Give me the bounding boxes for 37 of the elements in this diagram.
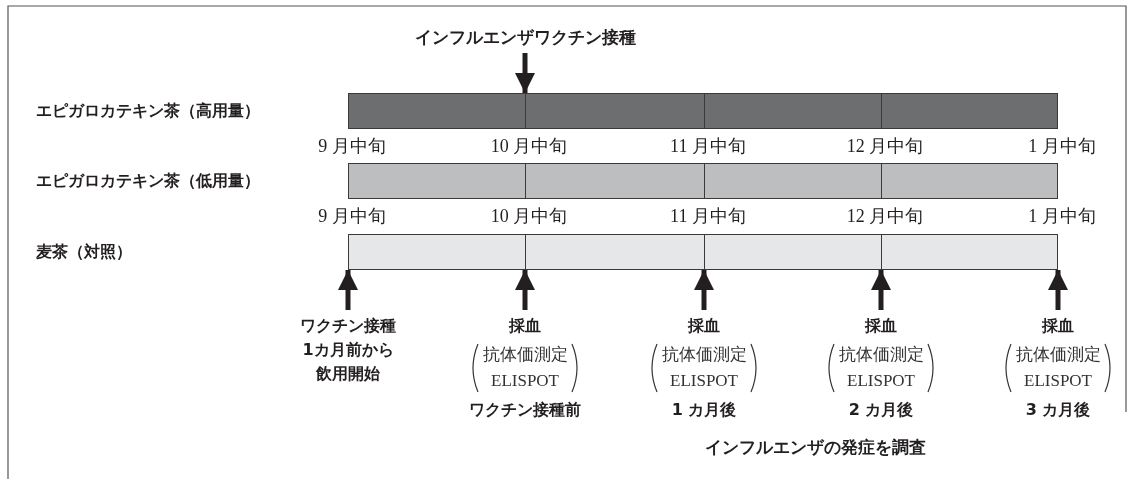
date-label: 10 月中旬: [490, 205, 568, 228]
date-label: 11 月中旬: [670, 135, 746, 158]
annotation-text: 採血: [1040, 315, 1075, 337]
timeline-bar: [348, 234, 1058, 270]
timeline-bar: [348, 93, 1058, 129]
note-text: 抗体価測定 ELISPOT: [1014, 344, 1102, 392]
date-label: 12 月中旬: [846, 205, 924, 228]
timeline-bar: [348, 163, 1058, 199]
caption-text: インフルエンザの発症を調査: [704, 436, 926, 459]
annotation-text: 1 カ月後: [670, 399, 738, 421]
row-label: エピガロカテキン茶（低用量）: [36, 171, 260, 192]
date-label: 10 月中旬: [490, 135, 568, 158]
date-label: 1 月中旬: [1028, 135, 1096, 158]
arrow: [338, 270, 358, 310]
arrow: [515, 270, 535, 310]
annotation-text: 3 カ月後: [1024, 399, 1092, 421]
date-label: 9 月中旬: [318, 205, 386, 228]
note-text: 抗体価測定 ELISPOT: [481, 344, 569, 392]
annotation-text: 採血: [863, 315, 898, 337]
row-label: エピガロカテキン茶（高用量）: [36, 101, 260, 122]
row-label: 麦茶（対照）: [36, 242, 132, 263]
arrow: [515, 53, 535, 93]
note-text: 抗体価測定 ELISPOT: [660, 344, 748, 392]
date-label: 11 月中旬: [670, 205, 746, 228]
annotation-text: 採血: [507, 315, 542, 337]
annotation-text: 2 カ月後: [847, 399, 915, 421]
arrow: [871, 270, 891, 310]
annotation-text: インフルエンザワクチン接種: [414, 26, 636, 49]
date-label: 12 月中旬: [846, 135, 924, 158]
annotation-text: 採血: [686, 315, 721, 337]
date-label: 1 月中旬: [1028, 205, 1096, 228]
annotation-text: ワクチン接種前: [468, 399, 582, 421]
annotation-text: ワクチン接種1カ月前から飲用開始: [300, 314, 396, 386]
note-text: 抗体価測定 ELISPOT: [837, 344, 925, 392]
arrow: [694, 270, 714, 310]
date-label: 9 月中旬: [318, 135, 386, 158]
arrow: [1048, 270, 1068, 310]
